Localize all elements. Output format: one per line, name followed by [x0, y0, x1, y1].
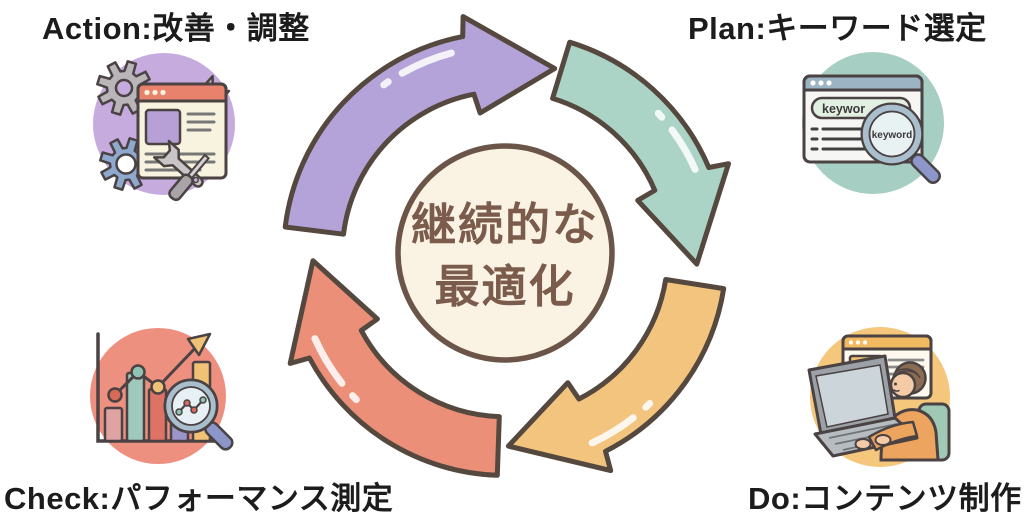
- laptop-screen-inner: [815, 364, 889, 428]
- step-label-do: Do:コンテンツ制作: [748, 481, 1022, 512]
- browser-dot: [818, 80, 824, 86]
- center-label-line1: 継続的な: [410, 199, 599, 250]
- browser-dot: [862, 340, 868, 345]
- person-fringe: [892, 368, 921, 381]
- trend-line: [107, 332, 212, 403]
- center-label-line2: 最適化: [434, 261, 576, 312]
- mini-trend-line: [178, 399, 204, 413]
- person-eye: [894, 382, 897, 386]
- arrow-highlight: [654, 109, 699, 173]
- person-smile: [893, 389, 900, 392]
- browser-header-bar: [802, 74, 924, 92]
- browser-dot: [855, 340, 861, 345]
- screwdriver-icon: [168, 153, 211, 202]
- browser-dot: [160, 89, 166, 96]
- browser-dot: [810, 80, 816, 86]
- browser-dot: [144, 89, 150, 96]
- person-hand: [874, 434, 892, 446]
- data-point: [130, 364, 146, 380]
- action-icon: [93, 53, 235, 202]
- magnifier-icon: [163, 378, 234, 451]
- cycle-arrow-plan: [550, 39, 731, 267]
- browser-dot: [848, 340, 854, 345]
- arrow-highlight: [311, 335, 360, 404]
- search-input-text: keywor: [822, 102, 865, 116]
- browser-image-placeholder: [144, 108, 182, 146]
- person-hand: [854, 438, 872, 450]
- cycle-arrow-do: [505, 277, 727, 474]
- center-circle: [395, 143, 615, 363]
- browser-dot: [152, 89, 158, 96]
- plan-icon: keywor keyword: [802, 52, 944, 194]
- step-label-action: Action:改善・調整: [42, 11, 310, 46]
- center-label: 継続的な 最適化: [355, 194, 655, 318]
- arrow-highlight: [588, 400, 654, 447]
- arrow-highlight: [380, 49, 455, 89]
- cycle-arrow-layer: [282, 14, 731, 478]
- data-point: [150, 379, 166, 395]
- magnifier-lens-text: keyword: [872, 130, 913, 141]
- trend-arrowhead: [186, 332, 212, 357]
- step-label-check: Check:パフォーマンス測定: [4, 481, 394, 512]
- gear-icon: [99, 137, 153, 191]
- do-icon: [807, 327, 951, 467]
- data-point: [107, 387, 123, 403]
- person-arms: [854, 420, 919, 452]
- browser-header-bar: [841, 334, 933, 351]
- cycle-arrow-action: [282, 14, 558, 237]
- cycle-arrow-check: [287, 258, 502, 478]
- browser-dot: [826, 80, 832, 86]
- check-icon: [90, 328, 234, 464]
- browser-header-bar: [136, 82, 228, 103]
- step-label-plan: Plan:キーワード選定: [688, 11, 987, 46]
- magnifier-icon: keyword: [860, 102, 941, 184]
